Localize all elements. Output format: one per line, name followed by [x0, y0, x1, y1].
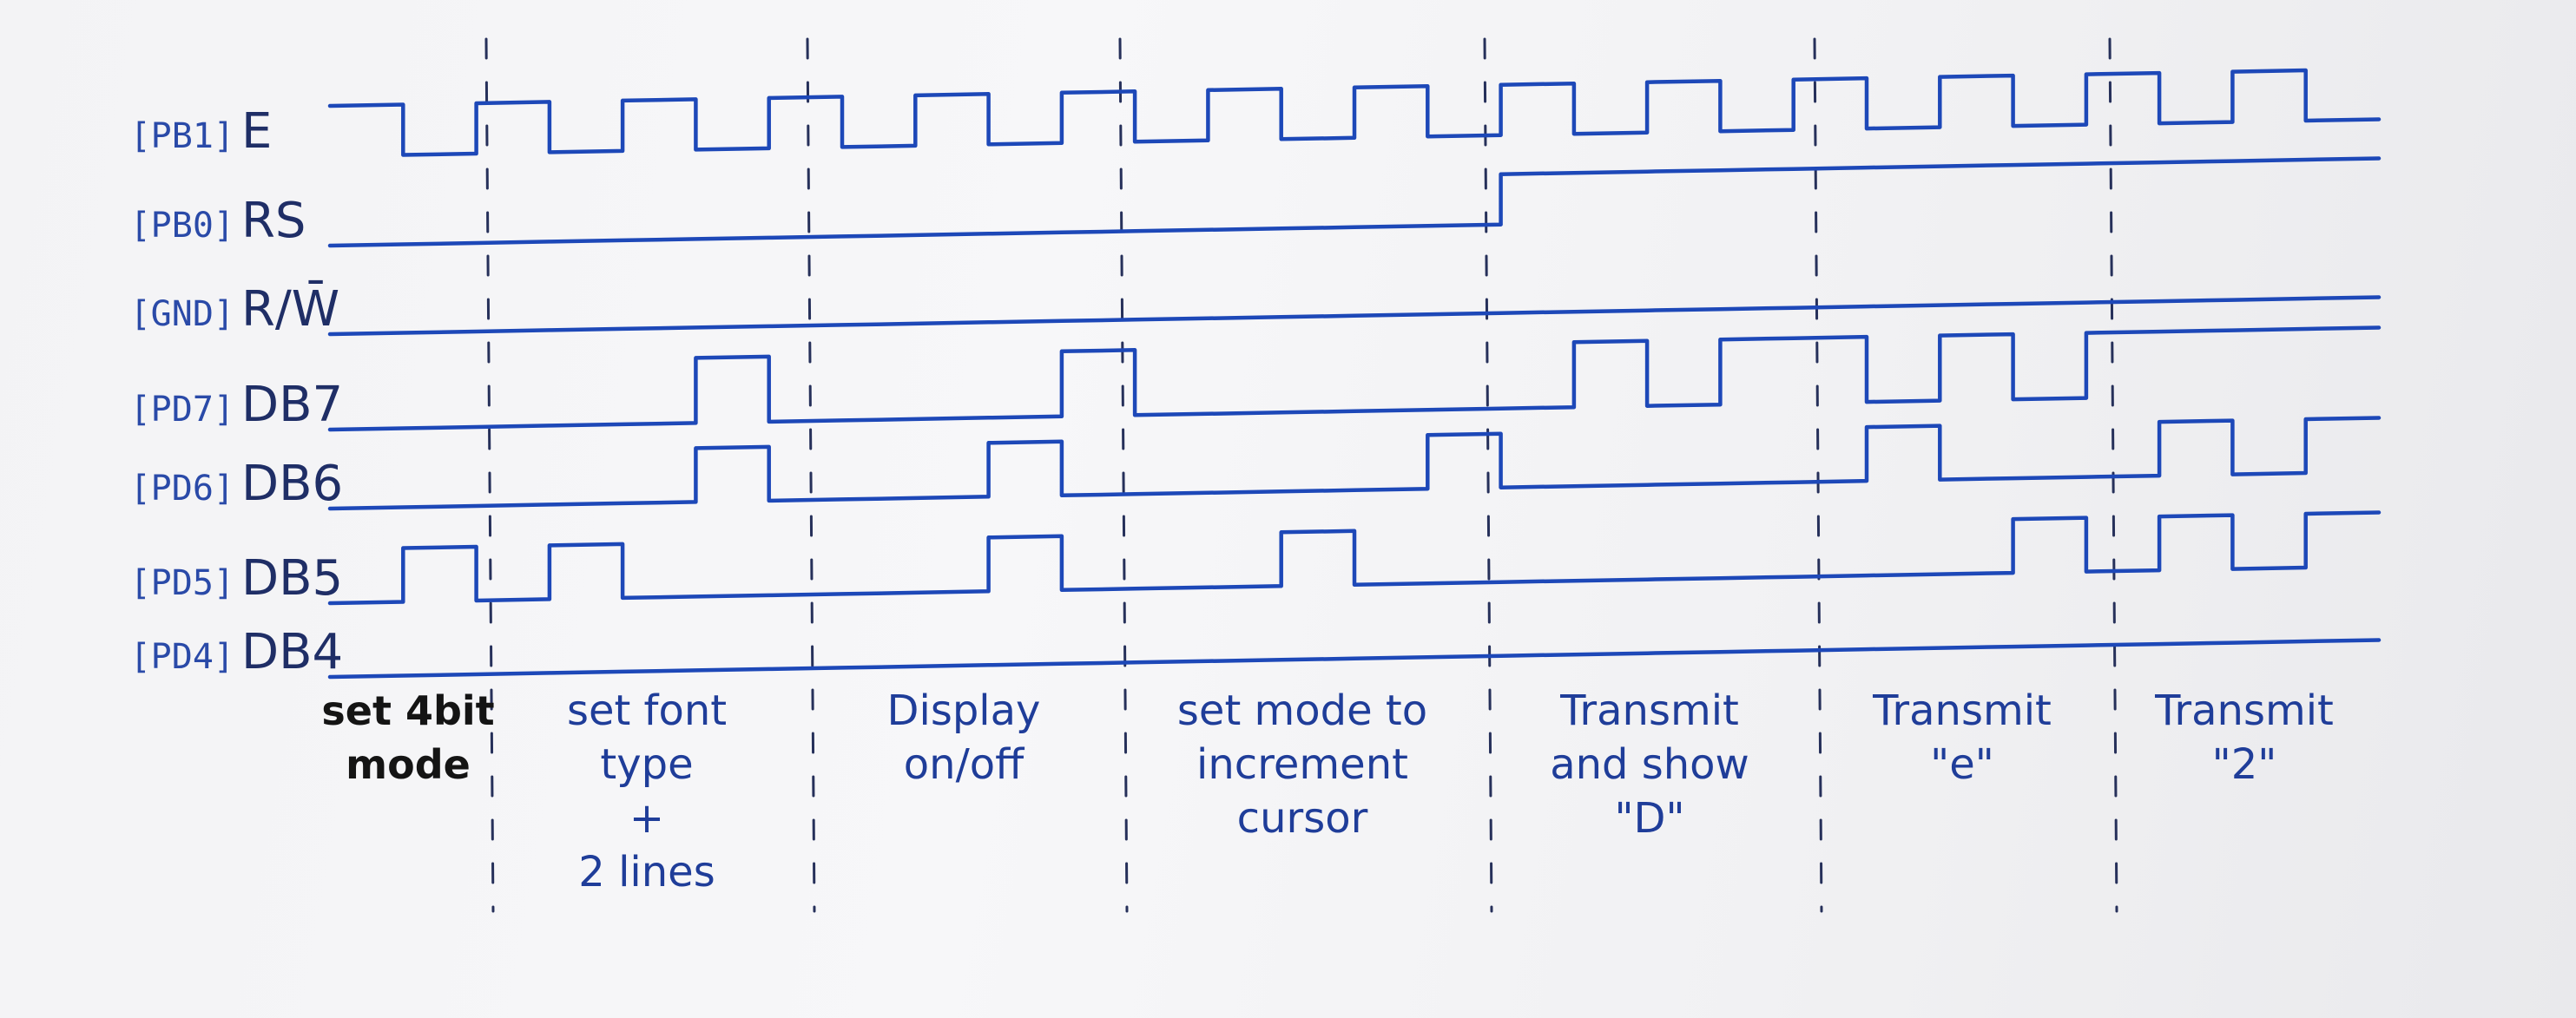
signal-name-db6: DB6: [241, 456, 343, 512]
phase-divider: [1118, 37, 1129, 913]
annotation-transmit-d: Transmit and show "D": [1550, 686, 1749, 843]
annotation-transmit-e: Transmit "e": [1872, 686, 2052, 789]
annotation-line: mode: [346, 741, 471, 788]
annotation-line: "D": [1614, 794, 1684, 843]
annotation-line: Display: [887, 686, 1041, 735]
annotation-set-4bit-mode: set 4bit mode: [321, 687, 494, 788]
waveform-r-w: [327, 295, 2382, 337]
signal-name-e: E: [241, 103, 272, 160]
annotation-line: "2": [2212, 740, 2277, 789]
waveform-rs: [327, 156, 2382, 248]
annotation-transmit-2: Transmit "2": [2154, 686, 2334, 789]
annotation-line: Transmit: [1559, 686, 1739, 735]
signal-name-rs: RS: [241, 193, 306, 249]
signal-name-db7: DB7: [241, 377, 343, 433]
annotation-display-on-off: Display on/off: [887, 686, 1041, 789]
annotation-line: cursor: [1237, 794, 1368, 843]
pin-label-pd4: [PD4]: [130, 637, 234, 677]
waveform-db4: [327, 638, 2382, 680]
signal-name-db5: DB5: [241, 550, 343, 607]
waveform-e: [327, 68, 2382, 157]
annotation-line: 2 lines: [578, 848, 715, 896]
annotation-line: Transmit: [1872, 686, 2052, 735]
annotation-line: type: [600, 740, 693, 789]
pin-label-pd7: [PD7]: [130, 390, 234, 430]
pin-label-pb1: [PB1]: [130, 116, 234, 156]
annotation-line: Transmit: [2154, 686, 2334, 735]
pin-label-pb0: [PB0]: [130, 206, 234, 246]
signal-labels: [PB1]E [PB0]RS [GND]R/W̄ [PD7]DB7[PD6]DB6 [P…: [130, 103, 344, 680]
pin-label-gnd: [GND]: [130, 294, 234, 334]
waveform-db6: [327, 416, 2382, 511]
annotation-set-font-2-lines: set font type +2 lines: [567, 686, 727, 896]
annotation-set-mode-to-cursor: set mode to increment cursor: [1177, 686, 1427, 843]
annotation-line: set mode to: [1177, 686, 1427, 735]
pin-label-pd6: [PD6]: [130, 469, 234, 509]
signal-name-db4: DB4: [241, 624, 343, 680]
phase-divider: [806, 37, 816, 913]
phase-divider: [1483, 37, 1493, 913]
waveform-db7: [327, 325, 2382, 432]
signal-waveforms: [327, 68, 2382, 680]
annotation-line: set 4bit: [321, 687, 494, 734]
annotation-line: and show: [1550, 740, 1749, 789]
pin-label-pd5: [PD5]: [130, 563, 234, 603]
waveform-db5: [327, 510, 2382, 606]
phase-divider: [1813, 37, 1823, 913]
annotation-line: increment: [1196, 740, 1408, 789]
phase-annotations: set 4bit mode set font type +2 lines Display o…: [321, 686, 2334, 896]
annotation-line: "e": [1930, 740, 1994, 789]
signal-name-r-w: R/W̄: [241, 281, 339, 338]
annotation-line: set font: [567, 686, 727, 735]
phase-divider: [484, 37, 495, 913]
annotation-line: on/off: [904, 740, 1024, 789]
annotation-line: +: [629, 794, 664, 843]
